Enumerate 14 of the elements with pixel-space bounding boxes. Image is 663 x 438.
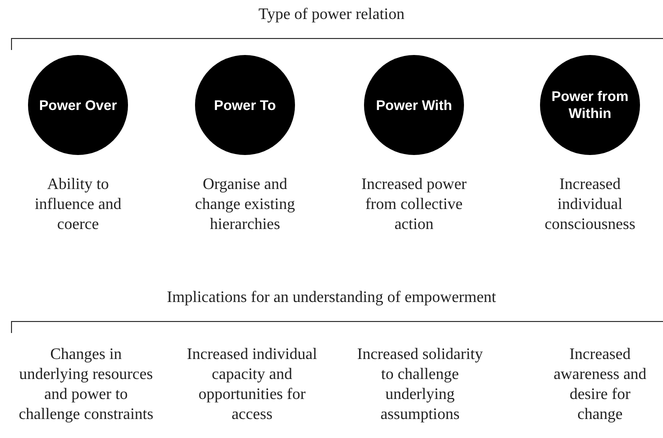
circle-label: Power With <box>374 96 454 114</box>
circle-label: Power from Within <box>550 88 630 122</box>
implication-text: Increased awareness and desire for change <box>552 345 648 425</box>
section-heading: Implications for an understanding of empowerment <box>166 289 498 307</box>
implication-text: Increased individual capacity and opportunities for access <box>186 345 318 425</box>
description-text: Increased power from collective action <box>360 175 468 235</box>
circle-label: Power To <box>213 96 277 114</box>
description-text: Increased individual consciousness <box>544 175 636 235</box>
circle-label: Power Over <box>38 96 118 114</box>
implication-text: Increased solidarity to challenge underlying assumptions <box>356 345 484 425</box>
section-heading: Type of power relation <box>258 6 406 24</box>
description-text: Organise and change existing hierarchies <box>194 175 296 235</box>
description-text: Ability to influence and coerce <box>34 175 122 235</box>
implication-text: Changes in underlying resources and power to challenge constraints <box>18 345 154 425</box>
